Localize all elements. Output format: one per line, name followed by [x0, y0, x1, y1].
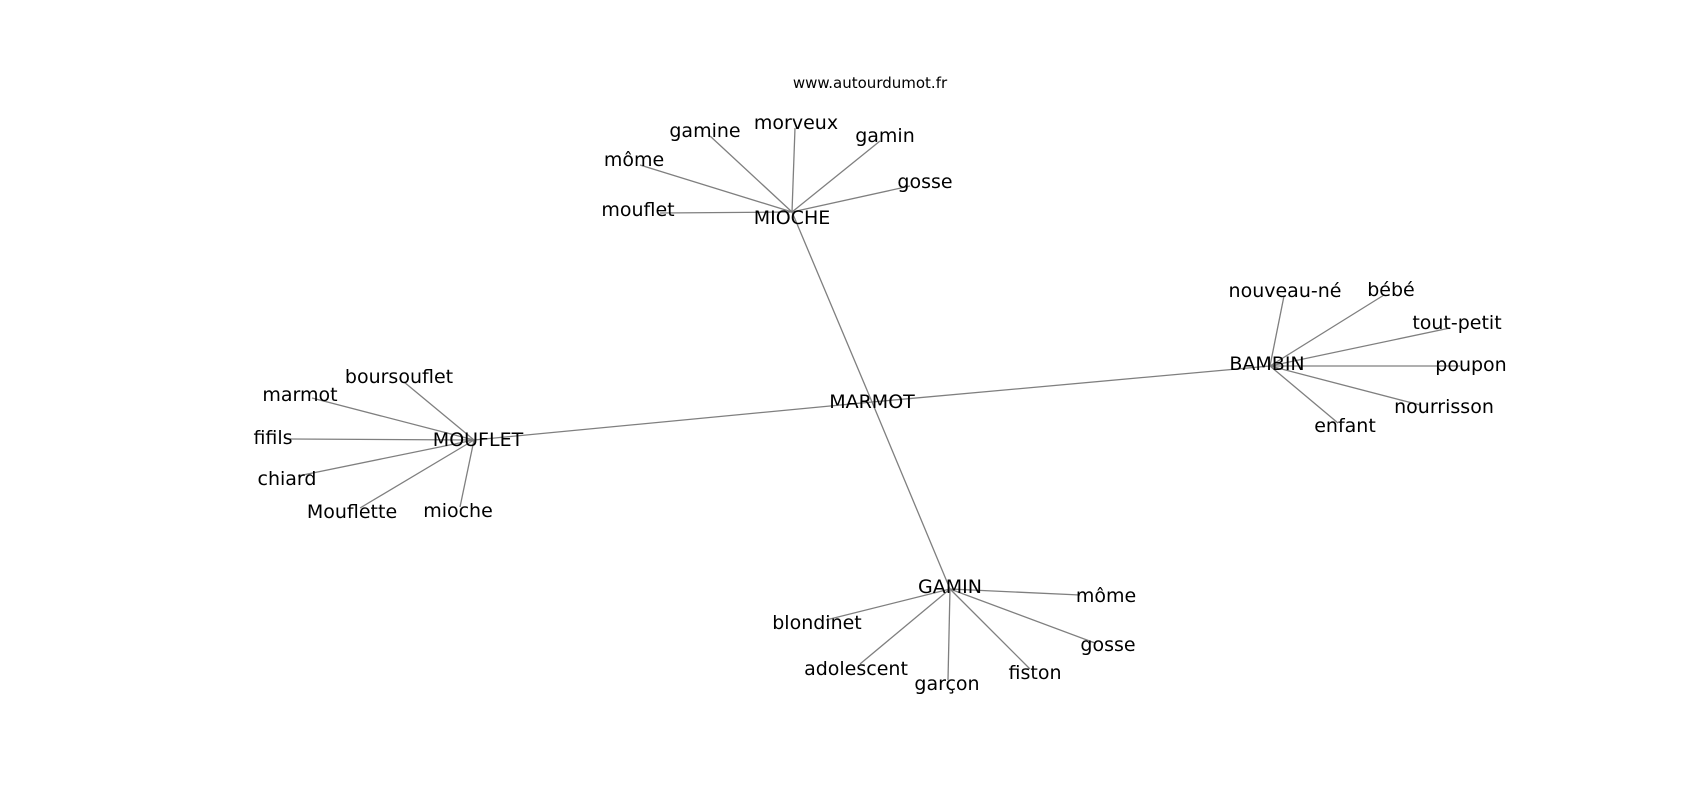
edge-mouflet-mouflette: [359, 439, 475, 509]
hub-node-mouflet[interactable]: MOUFLET: [433, 429, 524, 451]
word-node-mioche-mouflet[interactable]: mouflet: [601, 199, 674, 221]
edge-bambin-enfant: [1269, 365, 1339, 424]
edge-marmot-mioche: [791, 211, 873, 403]
graph-edges: [289, 127, 1460, 681]
word-node-bambin-bebe[interactable]: bébé: [1367, 279, 1415, 301]
edge-mouflet-marmot: [311, 397, 475, 441]
word-node-mioche-gamin[interactable]: gamin: [855, 125, 915, 147]
word-node-bambin-tout-petit[interactable]: tout-petit: [1412, 312, 1501, 334]
word-node-gamin-garcon[interactable]: garçon: [914, 673, 979, 695]
word-node-mouflet-boursouflet[interactable]: boursouflet: [345, 366, 453, 388]
graph-labels: www.autourdumot.fr MARMOT MIOCHE gamine mo…: [253, 74, 1506, 695]
edge-marmot-gamin: [871, 401, 951, 590]
word-node-bambin-enfant[interactable]: enfant: [1314, 415, 1376, 437]
word-node-mioche-gosse[interactable]: gosse: [897, 171, 952, 193]
edge-marmot-mouflet: [473, 401, 873, 441]
source-site-label[interactable]: www.autourdumot.fr: [793, 74, 948, 92]
edge-marmot-bambin: [871, 365, 1271, 403]
word-node-mouflet-chiard[interactable]: chiard: [258, 468, 317, 490]
edge-gamin-gosse: [949, 588, 1096, 644]
edge-mioche-gamine: [709, 135, 793, 213]
edge-gamin-blondinet: [825, 588, 951, 621]
edge-gamin-mome: [949, 588, 1081, 596]
word-node-gamin-blondinet[interactable]: blondinet: [772, 612, 862, 634]
word-node-bambin-nouveau-ne[interactable]: nouveau-né: [1229, 280, 1342, 302]
edge-mouflet-mioche: [459, 439, 475, 508]
word-node-mouflet-marmot[interactable]: marmot: [262, 384, 337, 406]
edge-gamin-fiston: [949, 588, 1031, 670]
hub-node-gamin[interactable]: GAMIN: [918, 576, 982, 598]
edge-mouflet-fifils: [289, 438, 475, 441]
edge-mioche-mome: [639, 164, 793, 213]
edge-bambin-bebe: [1269, 294, 1385, 367]
edge-mioche-mouflet: [659, 211, 793, 214]
hub-node-mioche[interactable]: MIOCHE: [754, 207, 831, 229]
word-node-bambin-nourrisson[interactable]: nourrisson: [1394, 396, 1494, 418]
edge-bambin-tout-petit: [1269, 327, 1451, 367]
word-node-mouflet-mouflette[interactable]: Mouflette: [307, 501, 397, 523]
center-node-label[interactable]: MARMOT: [829, 391, 915, 413]
edge-bambin-nouveau-ne: [1269, 295, 1285, 367]
word-node-mioche-mome[interactable]: môme: [604, 149, 664, 171]
word-node-mouflet-mioche[interactable]: mioche: [423, 500, 493, 522]
edge-mouflet-boursouflet: [403, 381, 475, 441]
edge-gamin-adolescent: [859, 588, 951, 665]
word-node-gamin-adolescent[interactable]: adolescent: [804, 658, 908, 680]
word-node-mioche-gamine[interactable]: gamine: [669, 120, 740, 142]
edge-mouflet-chiard: [297, 439, 475, 477]
word-node-gamin-fiston[interactable]: fiston: [1009, 662, 1062, 684]
edge-bambin-nourrisson: [1269, 365, 1421, 406]
word-node-gamin-gosse[interactable]: gosse: [1080, 634, 1135, 656]
edge-mioche-gosse: [791, 185, 911, 213]
edge-mioche-gamin: [791, 140, 881, 213]
word-node-bambin-poupon[interactable]: poupon: [1435, 354, 1506, 376]
edge-mioche-morveux: [791, 127, 796, 213]
word-node-mioche-morveux[interactable]: morveux: [754, 112, 838, 134]
word-node-gamin-mome[interactable]: môme: [1076, 585, 1136, 607]
word-node-mouflet-fifils[interactable]: fifils: [253, 427, 292, 449]
hub-node-bambin[interactable]: BAMBIN: [1229, 353, 1304, 375]
edge-gamin-garcon: [947, 588, 951, 681]
